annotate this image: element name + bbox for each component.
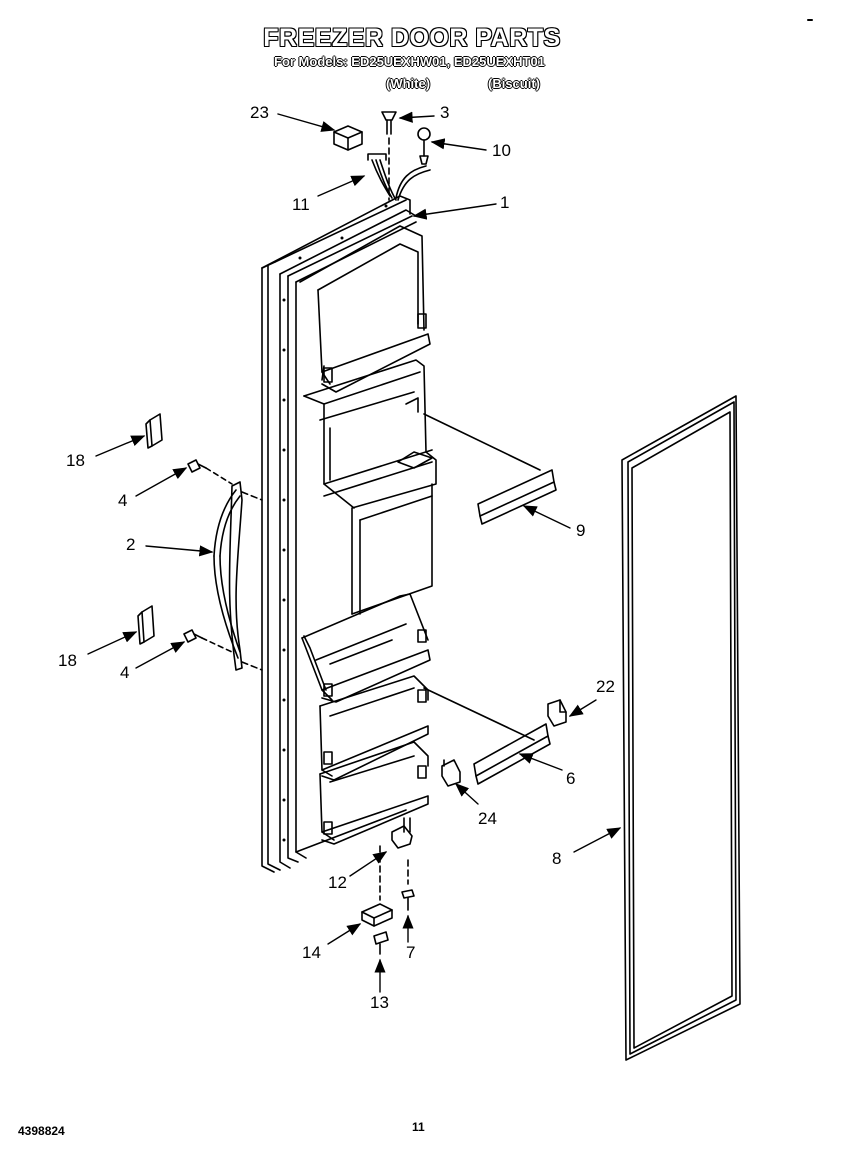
callout-18-lower: 18 xyxy=(58,651,77,670)
hinge-bracket-item-14 xyxy=(361,903,393,927)
handle-screw-upper xyxy=(187,459,233,485)
callout-2: 2 xyxy=(126,535,136,554)
door-handle xyxy=(213,481,263,671)
callout-10: 10 xyxy=(492,141,511,160)
door-panel xyxy=(261,195,417,873)
screw-item-3 xyxy=(381,111,397,201)
callout-12: 12 xyxy=(328,873,347,892)
callout-24: 24 xyxy=(478,809,497,828)
callout-9: 9 xyxy=(576,521,586,540)
callout-3: 3 xyxy=(440,103,450,122)
ice-dispenser-housing xyxy=(303,359,437,615)
page-title: FREEZER DOOR PARTS xyxy=(263,24,561,52)
callout-23: 23 xyxy=(250,103,269,122)
trim-item-9 xyxy=(423,413,557,525)
hinge-screw-item-7 xyxy=(401,889,415,911)
callout-8: 8 xyxy=(552,849,562,868)
callout-13: 13 xyxy=(370,993,389,1012)
page-number: 11 xyxy=(412,1120,425,1134)
models-line: For Models: ED25UEXHW01, ED25UEXHT01 xyxy=(274,54,545,69)
screw-item-10 xyxy=(417,127,431,165)
callout-22: 22 xyxy=(596,677,615,696)
handle-end-cap-lower xyxy=(137,605,155,645)
upper-door-bin xyxy=(299,225,431,393)
callout-18-upper: 18 xyxy=(66,451,85,470)
document-number: 4398824 xyxy=(18,1124,65,1138)
trim-item-6 xyxy=(423,687,551,785)
callout-4-lower: 4 xyxy=(120,663,130,682)
handle-screw-lower xyxy=(183,629,233,653)
callout-14: 14 xyxy=(302,943,321,962)
callout-11: 11 xyxy=(292,195,310,214)
part-item-24 xyxy=(441,759,461,787)
part-item-22 xyxy=(547,699,567,727)
door-gasket xyxy=(621,395,741,1061)
hinge-screw-item-13 xyxy=(373,931,389,955)
callout-4-upper: 4 xyxy=(118,491,128,510)
biscuit-label: (Biscuit) xyxy=(488,76,540,91)
white-label: (White) xyxy=(386,76,431,91)
bottom-hinge xyxy=(379,817,413,901)
handle-end-cap-upper xyxy=(145,413,163,449)
lower-door-bins xyxy=(319,675,429,845)
callout-6: 6 xyxy=(566,769,576,788)
callout-7: 7 xyxy=(406,943,416,962)
callout-1: 1 xyxy=(500,193,510,212)
middle-door-bin xyxy=(301,593,431,703)
wire-connector xyxy=(333,125,363,151)
